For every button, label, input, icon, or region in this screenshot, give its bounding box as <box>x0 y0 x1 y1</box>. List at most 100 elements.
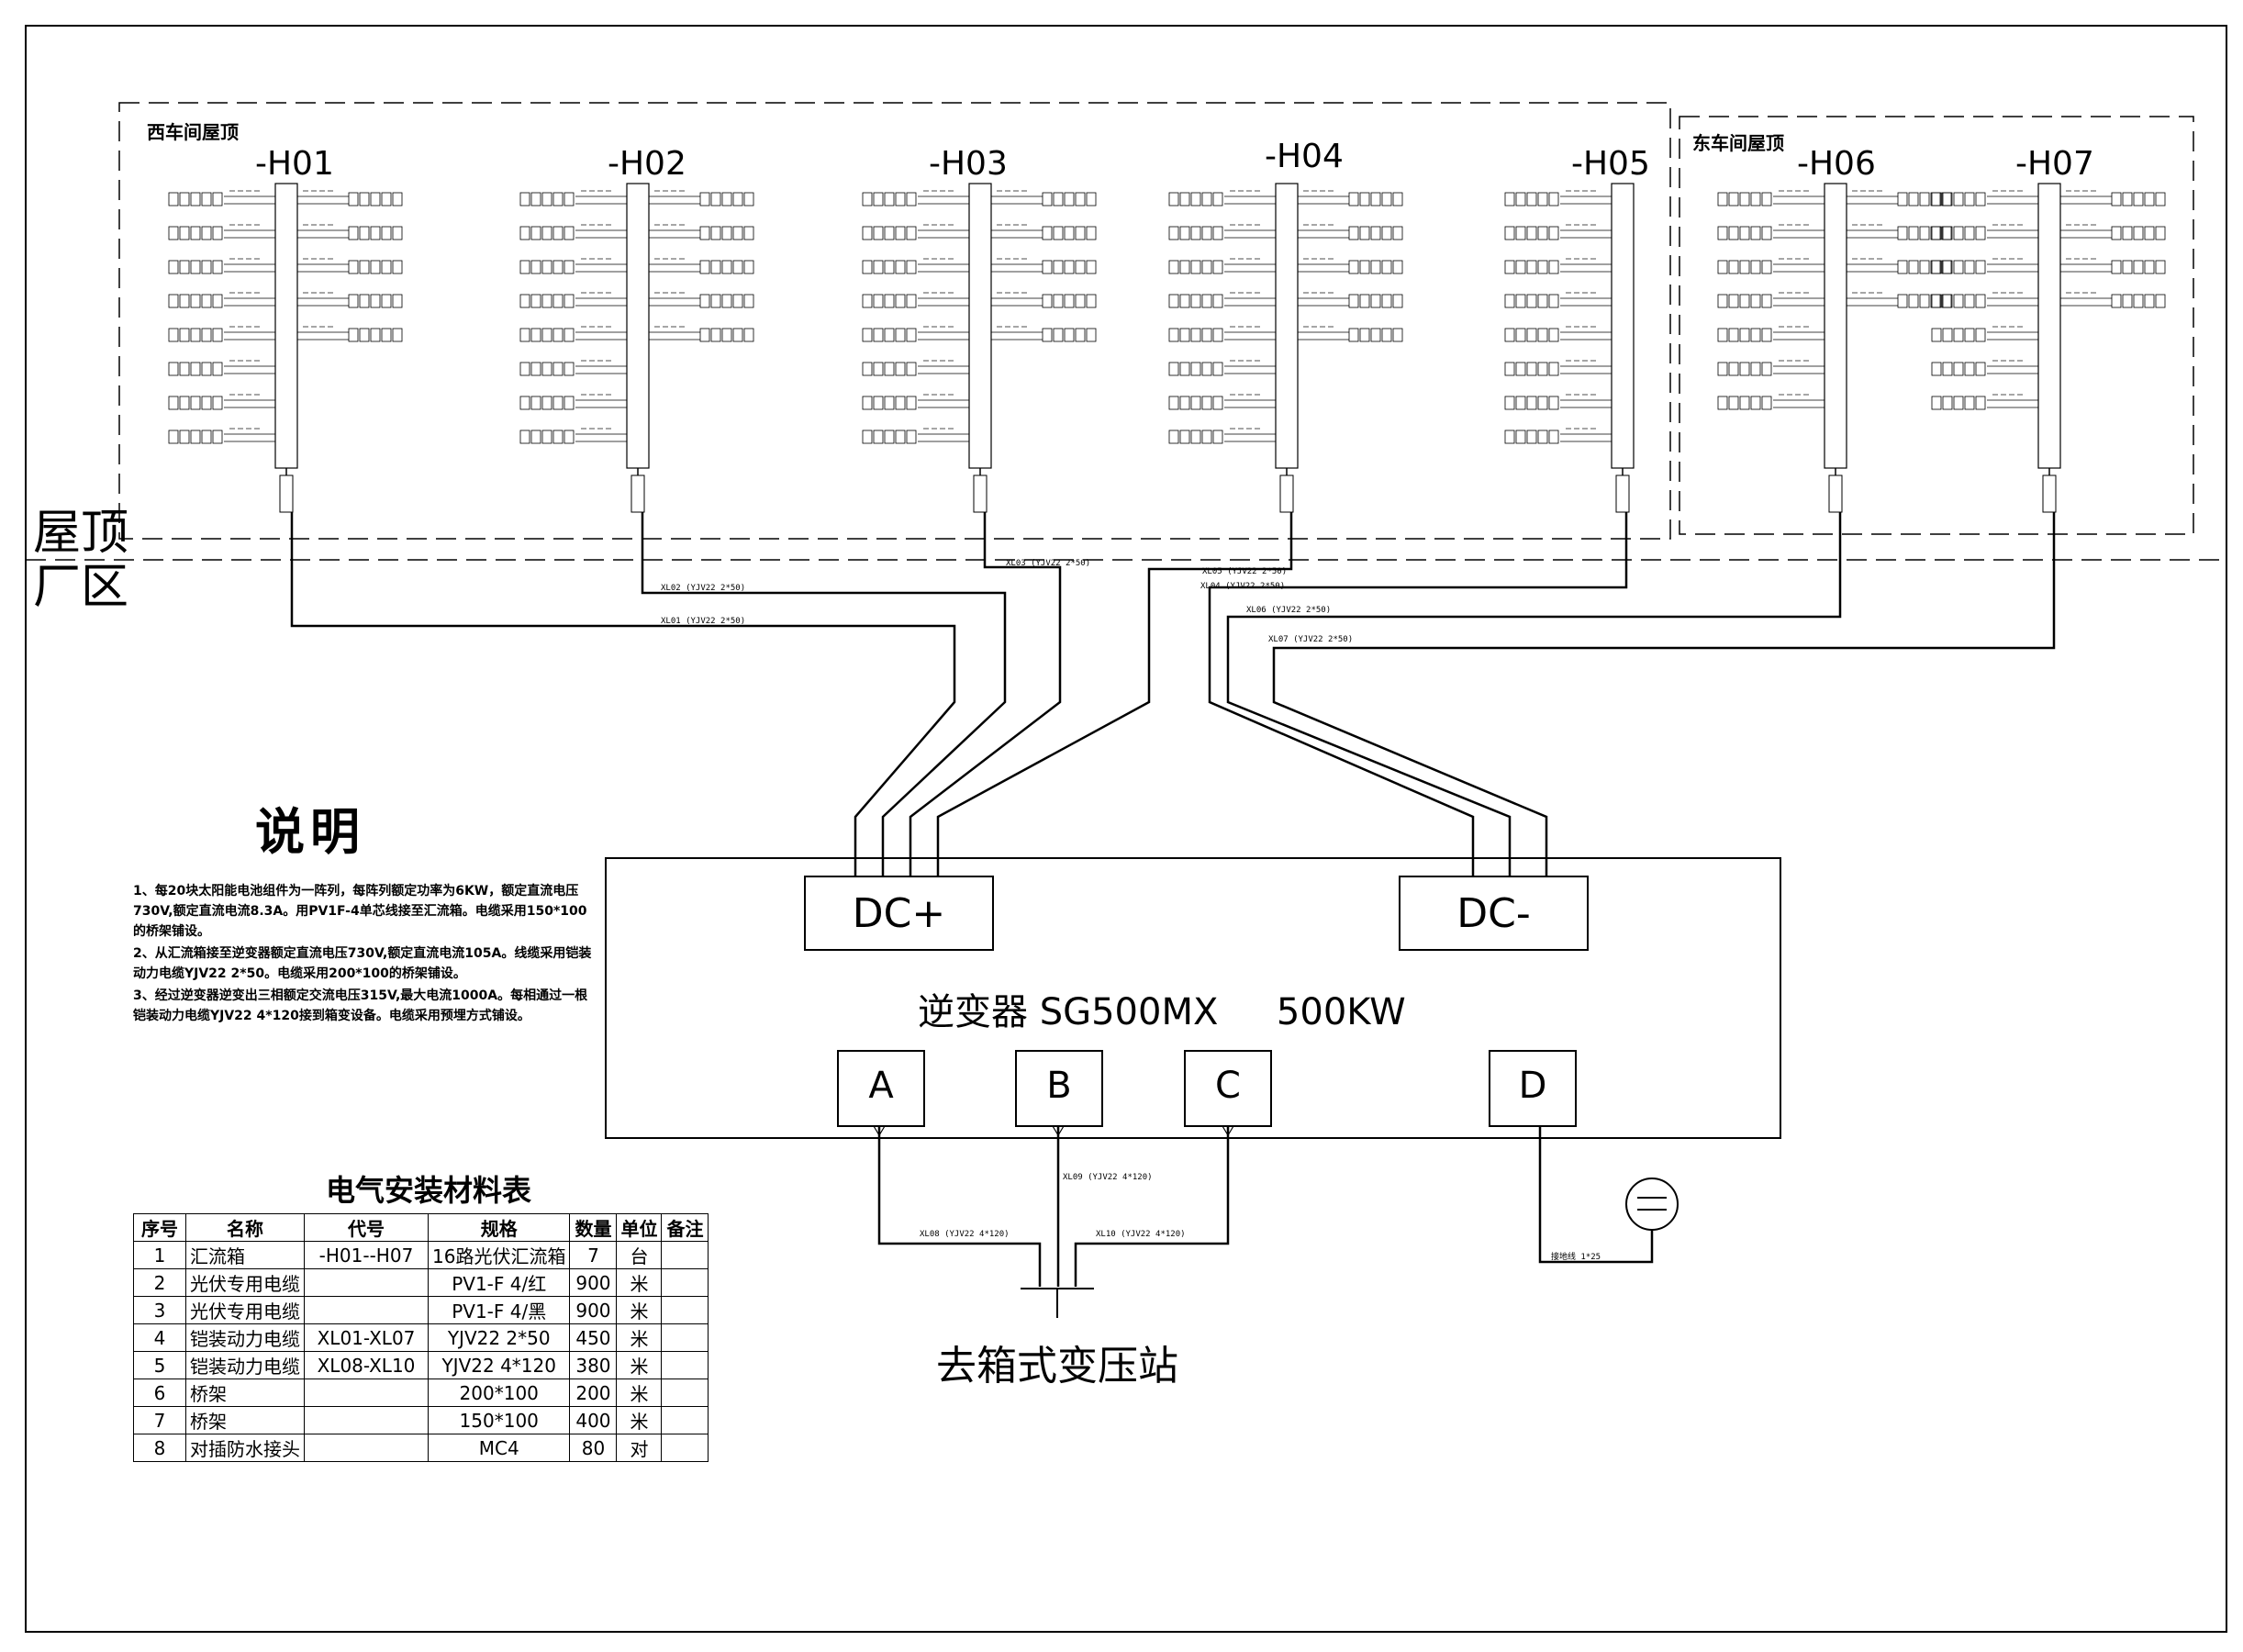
table-cell: 900 <box>569 1268 618 1297</box>
table-cell <box>304 1268 429 1297</box>
table-cell: 1 <box>133 1241 186 1269</box>
plant-zone-label: 厂区 <box>33 560 129 615</box>
table-cell: 150*100 <box>427 1406 571 1434</box>
combiner-box-schematic <box>1931 183 2166 513</box>
combiner-box-schematic <box>862 183 1097 513</box>
table-cell: MC4 <box>427 1434 571 1462</box>
header-cell: 备注 <box>661 1213 709 1242</box>
table-cell <box>304 1434 429 1462</box>
feeder-tag-xl04: XL04 (YJV22 2*50) <box>1200 582 1286 591</box>
table-cell: 铠装动力电缆 <box>185 1323 305 1352</box>
feeder-tag-xl07: XL07 (YJV22 2*50) <box>1268 635 1354 644</box>
output-cables <box>877 1126 1654 1287</box>
table-cell: 2 <box>133 1268 186 1297</box>
note-item: 2、从汇流箱接至逆变器额定直流电压730V,额定直流电流105A。线缆采用铠装动… <box>133 946 592 981</box>
combiner-box-h02-label: -H02 <box>608 145 686 183</box>
combiner-box-schematic <box>168 183 403 513</box>
table-cell: 380 <box>569 1351 618 1379</box>
combiner-box-h04-label: -H04 <box>1265 138 1344 175</box>
table-cell: 铠装动力电缆 <box>185 1351 305 1379</box>
table-cell <box>661 1379 709 1407</box>
header-cell: 规格 <box>427 1213 571 1242</box>
table-cell: 桥架 <box>185 1406 305 1434</box>
header-cell: 代号 <box>304 1213 429 1242</box>
feeder-cable <box>1208 512 1628 876</box>
terminal-d-label: D <box>1518 1065 1547 1107</box>
feeder-cable <box>936 512 1293 876</box>
table-cell: 光伏专用电缆 <box>185 1296 305 1324</box>
table-cell: 8 <box>133 1434 186 1462</box>
combiner-box-group <box>168 183 2166 513</box>
table-cell: 5 <box>133 1351 186 1379</box>
cable-tag-xl08: XL08 (YJV22 4*120) <box>920 1230 1010 1239</box>
dc-pos-label: DC+ <box>852 890 946 937</box>
table-cell: XL01-XL07 <box>304 1323 429 1352</box>
ground-symbol <box>1625 1178 1679 1231</box>
terminal-b-label: B <box>1046 1065 1072 1107</box>
feeder-cable <box>1226 512 1842 876</box>
combiner-box-schematic <box>1504 183 1635 513</box>
table-cell: 台 <box>616 1241 663 1269</box>
feeder-tag-xl02: XL02 (YJV22 2*50) <box>661 584 746 593</box>
table-cell: 4 <box>133 1323 186 1352</box>
table-cell: 3 <box>133 1296 186 1324</box>
table-cell: 6 <box>133 1379 186 1407</box>
header-cell: 名称 <box>185 1213 305 1242</box>
feeder-tag-xl06: XL06 (YJV22 2*50) <box>1246 606 1332 615</box>
materials-header-row: 序号 名称 代号 规格 数量 单位 备注 <box>133 1213 709 1242</box>
table-cell <box>661 1434 709 1462</box>
dc-pos-port <box>804 876 994 951</box>
note-item: 1、每20块太阳能电池组件为一阵列，每阵列额定功率为6KW，额定直流电压730V… <box>133 884 587 939</box>
cable-tag-xl10: XL10 (YJV22 4*120) <box>1096 1230 1186 1239</box>
feeder-tag-xl05: XL05 (YJV22 2*50) <box>1202 567 1288 576</box>
output-cable-ends <box>873 1125 1234 1137</box>
cable-tag-xl09: XL09 (YJV22 4*120) <box>1063 1173 1153 1182</box>
table-cell: YJV22 2*50 <box>427 1323 571 1352</box>
combiner-box-schematic <box>1717 183 1952 513</box>
table-cell: 16路光伏汇流箱 <box>427 1241 571 1269</box>
substation-label: 去箱式变压站 <box>936 1343 1178 1390</box>
header-cell: 单位 <box>616 1213 663 1242</box>
ground-cable-tag: 接地线 1*25 <box>1551 1253 1601 1262</box>
table-cell: XL08-XL10 <box>304 1351 429 1379</box>
feeder-tag-xl01: XL01 (YJV22 2*50) <box>661 617 746 626</box>
combiner-box-h03-label: -H03 <box>929 145 1008 183</box>
table-cell <box>304 1406 429 1434</box>
table-cell: 80 <box>569 1434 618 1462</box>
terminal-a-label: A <box>868 1065 894 1107</box>
table-cell <box>661 1241 709 1269</box>
table-cell: 米 <box>616 1406 663 1434</box>
east-roof-label: 东车间屋顶 <box>1692 132 1784 154</box>
table-cell: 米 <box>616 1379 663 1407</box>
table-cell: 200 <box>569 1379 618 1407</box>
table-cell: 米 <box>616 1268 663 1297</box>
inverter-box <box>605 857 1781 1139</box>
west-roof-label: 西车间屋顶 <box>147 121 239 143</box>
table-cell: 米 <box>616 1351 663 1379</box>
table-cell: 400 <box>569 1406 618 1434</box>
table-cell <box>661 1296 709 1324</box>
roof-zone-label: 屋顶 <box>33 506 129 561</box>
dc-neg-label: DC- <box>1456 890 1531 937</box>
inverter-title: 逆变器 SG500MX 500KW <box>918 991 1406 1033</box>
table-cell: 7 <box>133 1406 186 1434</box>
combiner-box-h01-label: -H01 <box>255 145 334 183</box>
drawing-frame <box>25 25 2227 1633</box>
table-cell: 光伏专用电缆 <box>185 1268 305 1297</box>
table-cell: 汇流箱 <box>185 1241 305 1269</box>
feeder-cable <box>1272 512 2056 876</box>
table-cell: 米 <box>616 1323 663 1352</box>
table-cell: YJV22 4*120 <box>427 1351 571 1379</box>
table-cell: 对 <box>616 1434 663 1462</box>
table-cell: PV1-F 4/红 <box>427 1268 571 1297</box>
feeder-tag-xl03: XL03 (YJV22 2*50) <box>1006 559 1091 568</box>
table-cell: 桥架 <box>185 1379 305 1407</box>
table-cell <box>304 1379 429 1407</box>
